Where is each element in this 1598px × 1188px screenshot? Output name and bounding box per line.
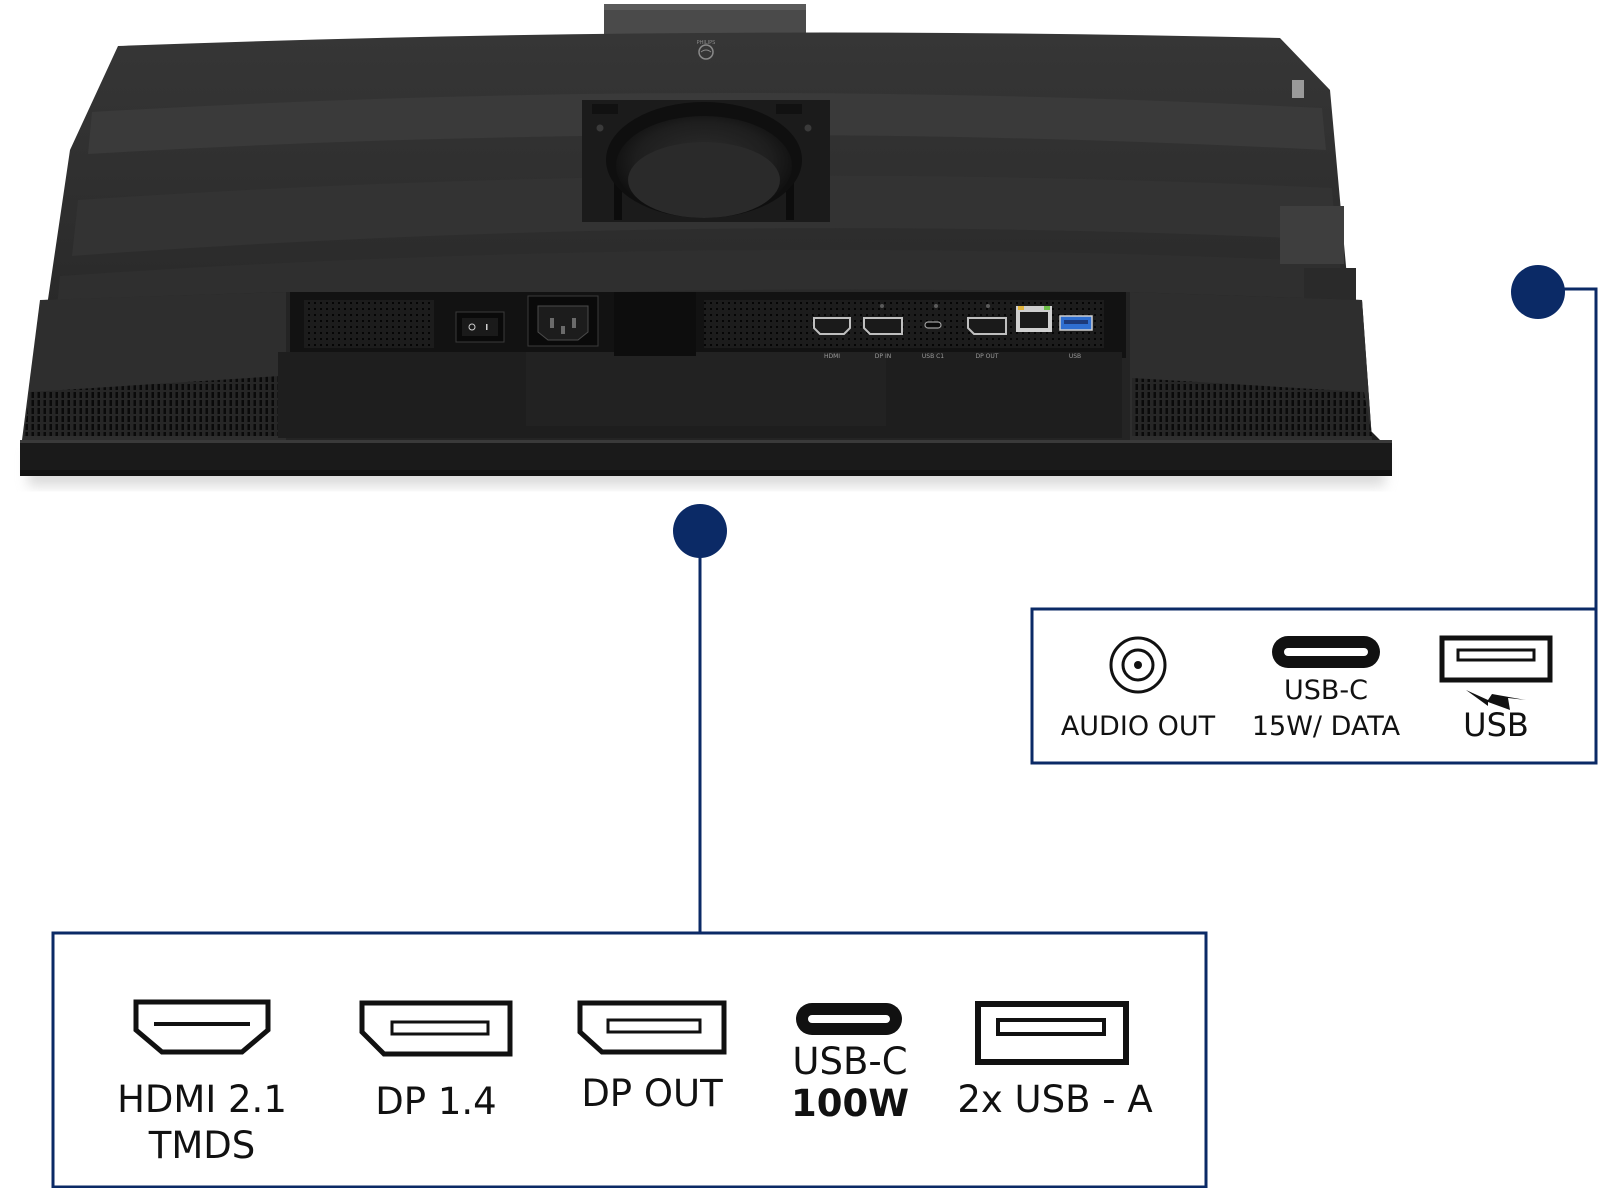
rear-ports-photo (813, 304, 1093, 335)
silkscreen-usb-c1: USB C1 (921, 353, 945, 360)
label-hdmi-line1: HDMI 2.1 (117, 1078, 287, 1121)
label-hdmi-line2: TMDS (148, 1124, 256, 1167)
label-usb-c-side-line2: 15W/ DATA (1251, 711, 1401, 742)
usb-c-icon-rear (796, 1003, 902, 1035)
label-usb-a: 2x USB - A (957, 1078, 1153, 1121)
label-dp14: DP 1.4 (375, 1080, 497, 1123)
dp-in-port (863, 317, 903, 335)
vent-grille-right (1132, 378, 1372, 436)
label-dp-out: DP OUT (581, 1072, 723, 1115)
side-port-housing (1280, 206, 1344, 264)
label-audio-out: AUDIO OUT (1060, 711, 1216, 742)
usb-c-port (924, 321, 942, 329)
audio-jack-icon (1109, 636, 1167, 694)
usb-a-charging-icon (1439, 635, 1553, 710)
callout-marker-side (1511, 265, 1565, 319)
displayport-out-icon (577, 1000, 727, 1055)
silkscreen-dp-out: DP OUT (975, 353, 999, 360)
monitor-rear-view: PHILIPS (20, 4, 1392, 486)
label-usb-side: USB (1463, 706, 1529, 744)
dp-out-port (967, 317, 1007, 335)
label-usb-c-rear-line1: USB-C (792, 1040, 908, 1083)
side-ports-panel (1030, 607, 1598, 765)
label-usb-c-rear-line2: 100W (790, 1082, 910, 1125)
philips-logo: PHILIPS (697, 40, 716, 60)
displayport-icon (359, 1000, 513, 1057)
silkscreen-dp-in: DP IN (874, 353, 892, 360)
usb-c-icon (1272, 636, 1380, 668)
callout-lines (673, 265, 1598, 933)
hdmi-port-icon (133, 999, 271, 1055)
usb-a-icon (975, 1001, 1129, 1065)
silkscreen-hdmi: HDMI (823, 353, 841, 360)
silkscreen-usb: USB (1068, 353, 1082, 360)
hdmi-port (813, 317, 851, 335)
label-usb-c-side-line1: USB-C (1283, 675, 1369, 706)
vent-grille-left (24, 376, 280, 436)
philips-logo-text: PHILIPS (697, 40, 716, 46)
